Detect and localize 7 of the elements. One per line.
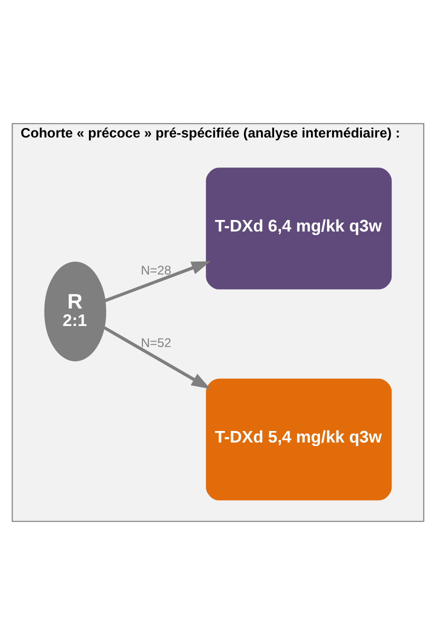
node-ellipse: R 2:1 bbox=[44, 261, 106, 361]
node-box: T-DXd 5,4 mg/kk q3w bbox=[206, 378, 392, 500]
edge-label: N=28 bbox=[140, 262, 172, 277]
arrow bbox=[104, 326, 210, 389]
arrow bbox=[104, 260, 210, 302]
node-box: T-DXd 6,4 mg/kk q3w bbox=[206, 167, 392, 289]
edge-label: N=52 bbox=[140, 335, 172, 350]
